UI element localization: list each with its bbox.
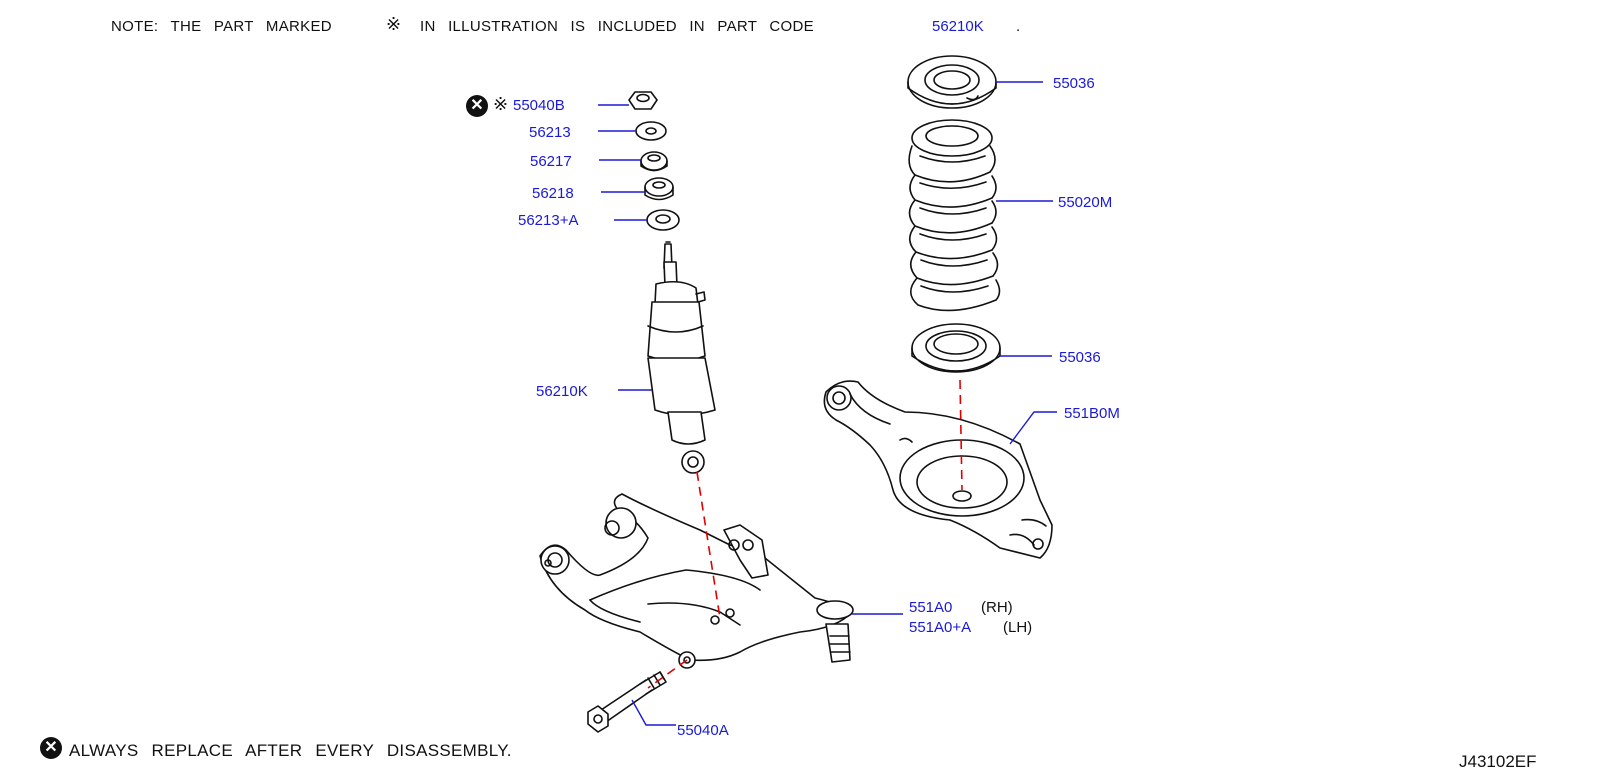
note-part-code[interactable]: 56210K [932, 18, 984, 35]
lower-link-551b0m-part[interactable] [823, 380, 1053, 559]
side-label-rh: (RH) [981, 599, 1013, 616]
part-label-551a0[interactable]: 551A0 [909, 599, 953, 616]
note-period: . [1016, 18, 1021, 35]
included-mark-icon: ※ [386, 14, 402, 34]
note-middle: IN ILLUSTRATION IS INCLUDED IN PART CODE [420, 18, 814, 35]
part-label-551b0m[interactable]: 551B0M [1064, 405, 1120, 422]
side-label-lh: (LH) [1003, 619, 1033, 636]
shock-absorber-56210k-part[interactable] [647, 241, 716, 474]
lower-arm-551a0-part[interactable] [539, 493, 854, 669]
part-label-55036-bottom[interactable]: 55036 [1059, 349, 1101, 366]
replace-marker-icon: ✕ [40, 737, 62, 759]
part-label-56213a[interactable]: 56213+A [518, 212, 579, 229]
diagram-code: J43102EF [1459, 752, 1537, 771]
assembly-lines [647, 379, 963, 689]
part-label-56210k[interactable]: 56210K [536, 383, 588, 400]
replace-note-text: ALWAYS REPLACE AFTER EVERY DISASSEMBLY. [69, 741, 512, 760]
part-label-56218[interactable]: 56218 [532, 185, 574, 202]
part-label-55040b[interactable]: 55040B [513, 97, 565, 114]
part-label-55036-top[interactable]: 55036 [1053, 75, 1095, 92]
nut-55040b-part[interactable] [628, 91, 658, 110]
part-label-55040a[interactable]: 55040A [677, 722, 729, 739]
included-mark-icon: ※ [493, 94, 509, 114]
part-label-56213[interactable]: 56213 [529, 124, 571, 141]
spring-seat-55036-bottom-part[interactable] [911, 323, 1001, 373]
spring-seat-55036-top-part[interactable] [907, 55, 997, 109]
washer-56213-part[interactable] [635, 121, 667, 141]
note-prefix: NOTE: THE PART MARKED [111, 18, 332, 35]
part-label-551a0a[interactable]: 551A0+A [909, 619, 972, 636]
coil-spring-55020m-part[interactable] [908, 119, 1001, 312]
washer-56213a-part[interactable] [646, 209, 680, 231]
replace-marker-icon: ✕ [466, 95, 488, 117]
bolt-55040a-part[interactable] [587, 671, 667, 733]
part-label-55020m[interactable]: 55020M [1058, 194, 1113, 211]
leader-lines [598, 81, 1057, 726]
bushing-56217-part[interactable] [640, 151, 668, 172]
part-label-56217[interactable]: 56217 [530, 153, 572, 170]
bushing-56218-part[interactable] [644, 177, 674, 201]
